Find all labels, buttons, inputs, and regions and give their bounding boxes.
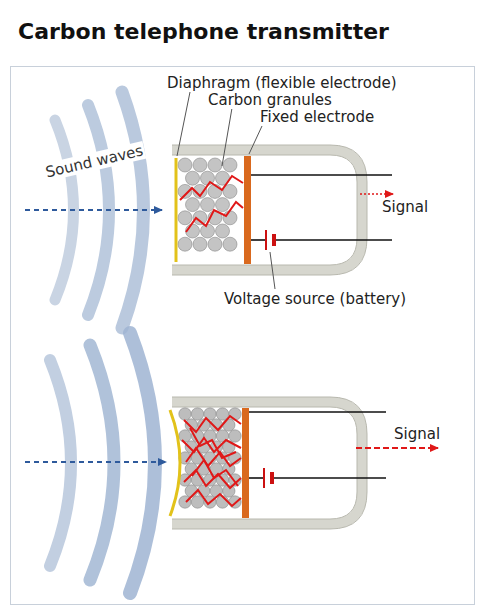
signal-wire	[251, 174, 392, 176]
battery-symbol	[265, 230, 267, 250]
battery-wire	[251, 239, 266, 241]
carbon-granule	[186, 198, 200, 212]
battery-wire	[249, 477, 264, 479]
carbon-granule	[201, 198, 215, 212]
carbon-granule	[223, 211, 237, 225]
signal-label: Signal	[392, 425, 442, 443]
current-paths	[182, 416, 241, 506]
wave-label: Sound waves	[42, 141, 147, 182]
carbon-granule	[208, 158, 222, 172]
part-label: Fixed electrode	[258, 108, 376, 126]
carbon-granule	[179, 430, 191, 442]
signal-label: Signal	[380, 198, 430, 216]
carbon-granule	[193, 237, 207, 251]
signal-wire	[249, 411, 386, 413]
carbon-granules	[178, 158, 237, 251]
carbon-granule	[229, 408, 241, 420]
carbon-granule	[179, 408, 191, 420]
carbon-granule	[223, 237, 237, 251]
diagram-title: Carbon telephone transmitter	[18, 18, 389, 46]
carbon-granule	[178, 158, 192, 172]
signal-arrow	[356, 447, 438, 449]
frame	[11, 67, 475, 605]
carbon-granules	[179, 408, 241, 508]
signal-arrow	[360, 193, 393, 195]
carbon-granule	[223, 419, 235, 431]
part-label: Carbon granules	[206, 91, 334, 109]
carbon-granule	[223, 158, 237, 172]
diaphragm	[175, 158, 178, 262]
carbon-granule	[186, 171, 200, 185]
carbon-granule	[201, 224, 215, 238]
housing	[172, 402, 362, 524]
carbon-granule	[191, 408, 203, 420]
carbon-granule	[208, 237, 222, 251]
carbon-granule	[191, 496, 203, 508]
housing	[172, 150, 362, 270]
sound-arrow	[25, 209, 162, 211]
diaphragm	[170, 410, 180, 516]
battery-symbol	[263, 468, 265, 488]
carbon-granule	[178, 237, 192, 251]
fixed-electrode	[244, 156, 251, 264]
current-path	[180, 176, 243, 200]
fixed-electrode	[242, 408, 249, 518]
carbon-granule	[216, 198, 230, 212]
part-label: Voltage source (battery)	[222, 290, 408, 308]
carbon-granule	[193, 158, 207, 172]
part-label: Diaphragm (flexible electrode)	[165, 74, 399, 92]
sound-arrow	[25, 461, 166, 463]
carbon-granule	[178, 211, 192, 225]
carbon-granule	[229, 430, 241, 442]
carbon-granule	[216, 224, 230, 238]
